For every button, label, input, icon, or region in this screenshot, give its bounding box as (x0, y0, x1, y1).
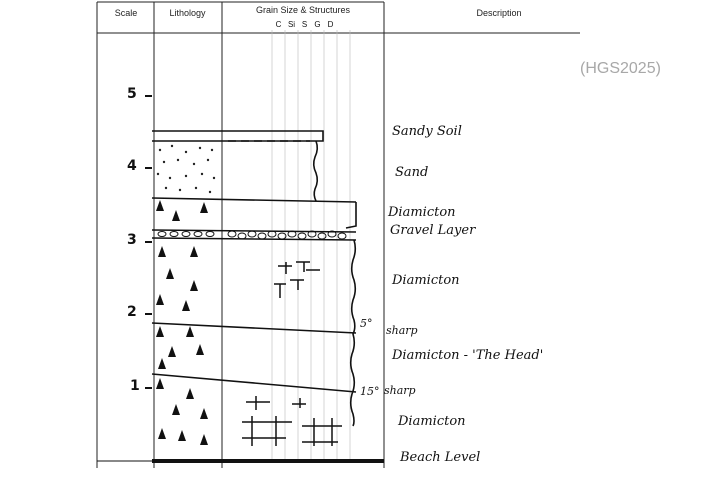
header-scale: Scale (114, 8, 138, 18)
header-description: Description (476, 8, 522, 18)
structure-symbols (242, 261, 342, 446)
watermark: (HGS2025) (580, 60, 661, 77)
desc-the-head: Diamicton - 'The Head' (392, 348, 544, 363)
desc-sharp-upper: sharp (386, 324, 418, 337)
table-frame (96, 1, 580, 468)
scale-label-3: 3 (127, 232, 137, 248)
scale-label-4: 4 (127, 158, 137, 174)
grain-grid (271, 30, 351, 460)
scale-ticks (145, 95, 152, 389)
desc-beach-level: Beach Level (400, 450, 481, 465)
lithology-sand-dots (156, 144, 216, 194)
scale-label-2: 2 (127, 304, 137, 320)
desc-sharp-lower: sharp (384, 384, 416, 397)
grain-code-clay: C (275, 20, 282, 29)
desc-gravel-layer: Gravel Layer (390, 223, 476, 238)
gravel-layer-pebbles (157, 230, 347, 240)
desc-angle-upper: 5° (360, 317, 373, 330)
grain-code-sand: S (301, 20, 308, 29)
desc-diamicton-lower: Diamicton (398, 414, 466, 429)
scale-label-1: 1 (130, 378, 140, 394)
header-grain-size: Grain Size & Structures (255, 5, 351, 15)
scale-label-5: 5 (127, 86, 137, 102)
grain-code-gravel: G (314, 20, 321, 29)
grain-code-diamicton: D (327, 20, 334, 29)
desc-angle-lower: 15° (360, 385, 380, 398)
header-lithology: Lithology (169, 8, 206, 18)
desc-diamicton-upper: Diamicton (388, 205, 456, 220)
desc-sandy-soil: Sandy Soil (392, 124, 462, 139)
grain-code-silt: Si (287, 20, 296, 29)
log-outline (151, 130, 357, 427)
desc-diamicton-mid: Diamicton (392, 273, 460, 288)
desc-sand: Sand (395, 165, 429, 180)
